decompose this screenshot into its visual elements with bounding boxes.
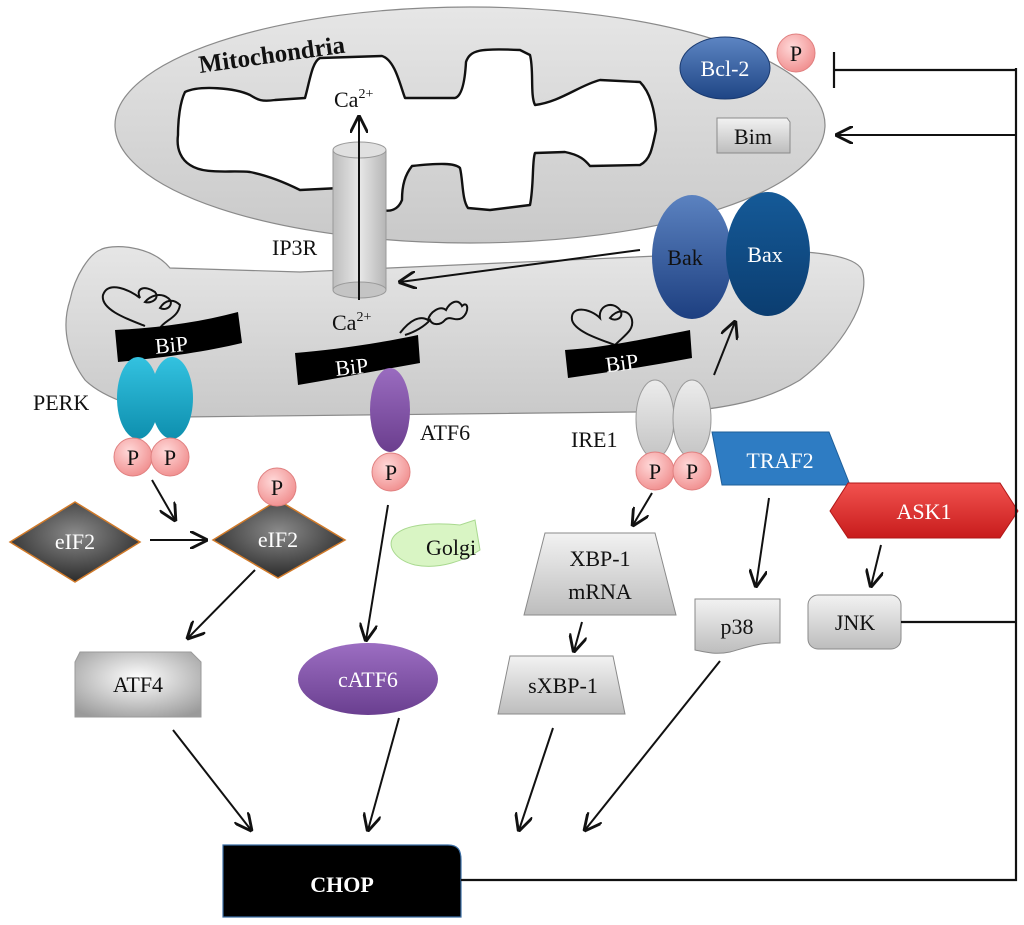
unfolded-protein-icon — [101, 286, 182, 329]
perk-to-eif2p-arrow — [151, 479, 175, 520]
ask1: ASK1 — [829, 482, 1019, 539]
golgi: Golgi — [390, 519, 481, 567]
chop-feedback-line — [461, 68, 1018, 882]
bak: Bak — [652, 195, 732, 319]
perk: PERK — [33, 357, 193, 439]
ire1: IRE1 — [571, 379, 712, 459]
bax: Bax — [726, 192, 810, 316]
ire1-phospho: P P — [635, 451, 712, 491]
ca-mito-label: Ca2+ — [334, 87, 373, 112]
bip-3-label: BiP — [604, 348, 640, 377]
eif2-label: eIF2 — [55, 529, 95, 554]
eif2: eIF2 — [8, 501, 142, 583]
svg-text:P: P — [164, 445, 176, 470]
atf4-label: ATF4 — [113, 672, 163, 697]
unfolded-protein-icon — [570, 303, 634, 346]
bip-1-label: BiP — [154, 331, 189, 359]
catf6: cATF6 — [298, 643, 438, 715]
atf6-label: ATF6 — [420, 420, 470, 445]
xbp1-line1: XBP-1 — [569, 546, 630, 571]
eif2-phosphorylated: eIF2 — [211, 499, 347, 579]
xbp1-to-sxbp1-arrow — [574, 621, 582, 651]
ip3r-label: IP3R — [272, 235, 318, 260]
svg-text:P: P — [271, 475, 283, 500]
p38-to-chop-arrow — [585, 660, 721, 830]
atf4-to-chop-arrow — [172, 729, 251, 830]
eif2-phospho: P — [257, 467, 297, 507]
bcl-2-phospho: P — [776, 33, 816, 73]
xbp1-line2: mRNA — [568, 579, 632, 604]
chop: CHOP — [222, 844, 462, 918]
traf2: TRAF2 — [711, 431, 851, 486]
p38: p38 — [694, 598, 781, 654]
ca-er-label: Ca2+ — [332, 310, 371, 335]
bcl-2-label: Bcl-2 — [701, 56, 750, 81]
svg-text:P: P — [790, 41, 802, 66]
catf6-to-chop-arrow — [368, 717, 400, 830]
mitochondria: Mitochondria — [114, 6, 826, 244]
ask1-label: ASK1 — [896, 499, 951, 524]
unfolded-protein-icon — [399, 300, 469, 336]
catf6-label: cATF6 — [338, 667, 398, 692]
traf2-to-p38-arrow — [756, 497, 770, 586]
bak-label: Bak — [667, 245, 702, 270]
ask1-to-jnk-arrow — [871, 544, 881, 586]
p38-label: p38 — [721, 614, 754, 639]
perk-label: PERK — [33, 390, 89, 415]
chop-label: CHOP — [310, 872, 374, 897]
bim-label: Bim — [734, 124, 772, 149]
atf6-to-catf6-arrow — [366, 504, 389, 640]
bip-2-label: BiP — [334, 353, 369, 381]
svg-text:P: P — [127, 445, 139, 470]
sxbp1-label: sXBP-1 — [528, 673, 598, 698]
ip3r-channel: IP3R Ca2+ Ca2+ — [272, 87, 387, 335]
atf4: ATF4 — [74, 651, 202, 718]
svg-text:P: P — [385, 460, 397, 485]
traf2-label: TRAF2 — [746, 448, 813, 473]
golgi-label: Golgi — [426, 535, 476, 560]
bip-3: BiP — [565, 330, 692, 378]
eif2-p-label: eIF2 — [258, 527, 298, 552]
jnk-label: JNK — [835, 610, 875, 635]
svg-text:P: P — [649, 459, 661, 484]
xbp1-mrna: XBP-1 mRNA — [523, 532, 677, 616]
ire1-to-bax-arrow — [713, 322, 735, 376]
mitochondria-cristae — [176, 48, 658, 212]
feedback-loop — [461, 52, 1018, 882]
svg-text:P: P — [686, 459, 698, 484]
bip-2: BiP — [295, 335, 420, 385]
atf6-phospho: P — [371, 452, 411, 492]
bim: Bim — [716, 117, 791, 154]
bcl-2: Bcl-2 — [679, 36, 771, 100]
eif2p-to-atf4-arrow — [188, 569, 256, 638]
bip-1: BiP — [115, 312, 242, 362]
perk-phospho: P P — [113, 437, 190, 477]
sxbp1-to-chop-arrow — [519, 727, 554, 830]
ire1-to-xbp1-arrow — [633, 492, 653, 525]
ire1-label: IRE1 — [571, 427, 617, 452]
atf6: ATF6 — [370, 368, 470, 452]
jnk: JNK — [807, 594, 902, 650]
bax-label: Bax — [747, 242, 782, 267]
bak-to-ip3r-arrow — [400, 249, 641, 282]
sxbp1: sXBP-1 — [497, 655, 626, 715]
